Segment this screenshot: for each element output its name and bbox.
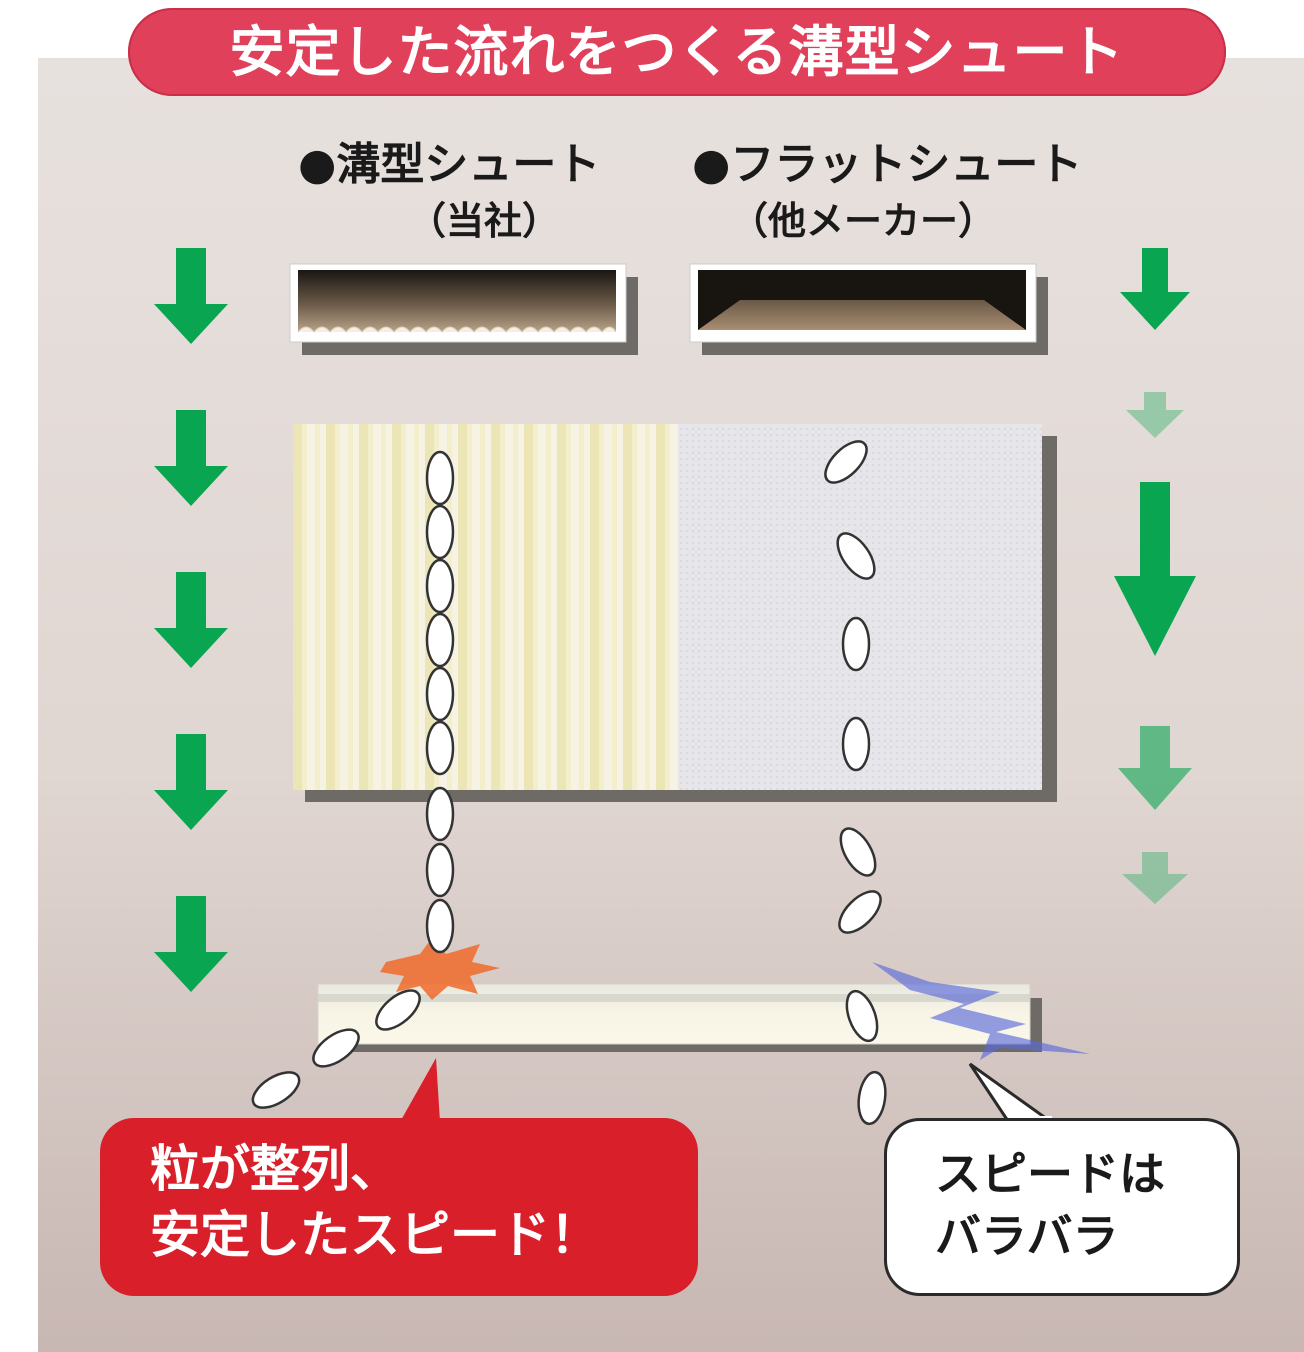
grooved-chute-crosssection: [289, 263, 638, 355]
grooved-chute-sublabel: （当社）: [408, 199, 561, 243]
down-arrow-icon: [154, 410, 228, 506]
down-arrow-icon: [1126, 392, 1184, 438]
rice-grain-icon: [841, 716, 871, 772]
down-arrow-icon: [1118, 726, 1192, 810]
rice-grain-icon: [857, 1070, 887, 1126]
down-arrow-icon: [1122, 852, 1188, 904]
rice-grain-icon: [375, 989, 421, 1031]
rice-grain-icon: [425, 842, 455, 898]
down-arrow-icon: [1114, 482, 1196, 656]
aligned-grains-callout: 粒が整列、 安定したスピード！: [100, 1118, 698, 1296]
callout-white-tail: [968, 1062, 1055, 1126]
callout-right-line1: スピードは: [935, 1147, 1165, 1201]
callout-right-line2: バラバラ: [935, 1209, 1119, 1263]
right-grain-stream: [824, 440, 887, 1126]
left-grain-stream: [251, 450, 455, 1109]
rice-grain-icon: [824, 440, 868, 484]
down-arrow-icon: [1120, 248, 1190, 330]
callout-left-line1: 粒が整列、: [150, 1140, 400, 1198]
rice-grain-icon: [425, 898, 455, 954]
down-arrow-icon: [154, 572, 228, 668]
flat-chute-label: ●フラットシュート: [692, 139, 1083, 190]
right-flow-arrows: [1114, 248, 1196, 904]
down-arrow-icon: [154, 896, 228, 992]
grooved-chute-label: ●溝型シュート: [298, 139, 601, 190]
rice-grain-icon: [425, 720, 455, 776]
rice-grain-icon: [845, 989, 879, 1043]
rice-grain-icon: [251, 1071, 301, 1109]
flat-chute-sublabel: （他メーカー）: [730, 199, 997, 243]
down-arrow-icon: [154, 248, 228, 344]
left-flow-arrows: [154, 248, 228, 992]
rice-grain-icon: [425, 666, 455, 722]
page-title: 安定した流れをつくる溝型シュート: [128, 8, 1226, 96]
rice-grain-icon: [425, 786, 455, 842]
rice-grain-icon: [312, 1028, 360, 1068]
callout-left-line2: 安定したスピード！: [150, 1206, 600, 1264]
rice-grain-icon: [425, 558, 455, 614]
rice-grain-icon: [425, 504, 455, 560]
impact-burst-icon: [872, 962, 1090, 1060]
down-arrow-icon: [154, 734, 228, 830]
impact-burst-icon: [380, 938, 500, 1000]
flat-chute-crosssection: [689, 263, 1048, 355]
callout-red-tail: [400, 1058, 440, 1122]
rice-grain-icon: [425, 612, 455, 668]
rice-grain-icon: [839, 827, 877, 877]
rice-grain-icon: [841, 616, 871, 672]
irregular-speed-callout: スピードは バラバラ: [884, 1118, 1240, 1296]
rice-grain-icon: [838, 890, 882, 934]
rice-grain-icon: [836, 532, 876, 580]
grooved-chute-surface: [293, 424, 678, 790]
rice-grain-icon: [425, 450, 455, 506]
